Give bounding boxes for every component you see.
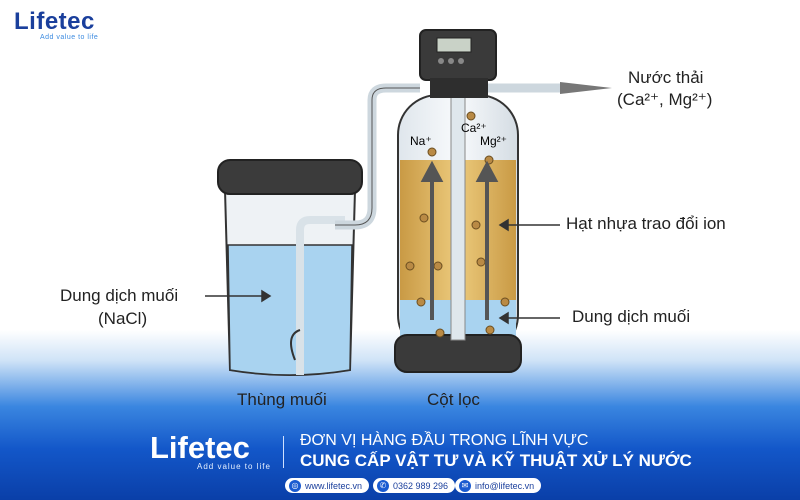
- phone-link[interactable]: ✆0362 989 296: [373, 478, 456, 493]
- tank-brine-label: Dung dịch muối: [60, 286, 179, 305]
- salt-tank-label: Thùng muối: [237, 390, 327, 409]
- globe-icon: ◎: [289, 479, 301, 492]
- mail-icon: ✉: [459, 479, 471, 492]
- brand-logo-top: Lifetec: [14, 8, 95, 35]
- salt-tank: [217, 159, 363, 376]
- na-ion-label: Na⁺: [410, 134, 432, 148]
- filter-column-label: Cột lọc: [427, 390, 480, 409]
- footer-divider: [283, 436, 284, 468]
- footer-headline-1: ĐƠN VỊ HÀNG ĐẦU TRONG LĨNH VỰC: [300, 432, 589, 449]
- water-softener-illustration: [205, 29, 612, 376]
- brand-logo-footer: Lifetec: [150, 430, 250, 465]
- brand-tagline-top: Add value to life: [40, 34, 99, 41]
- filter-column: [394, 29, 612, 373]
- tank-brine-formula: (NaCl): [98, 309, 148, 328]
- resin-label: Hạt nhựa trao đổi ion: [566, 214, 726, 233]
- phone-icon: ✆: [377, 479, 389, 492]
- footer-headline-2: CUNG CẤP VẬT TƯ VÀ KỸ THUẬT XỬ LÝ NƯỚC: [300, 451, 692, 470]
- mg-ion-label: Mg²⁺: [480, 134, 507, 148]
- website-link[interactable]: ◎www.lifetec.vn: [285, 478, 370, 493]
- waste-ions-label: (Ca²⁺, Mg²⁺): [617, 90, 713, 109]
- ca-ion-label: Ca²⁺: [461, 121, 487, 135]
- brand-tagline-footer: Add value to life: [197, 462, 271, 471]
- waste-water-label: Nước thải: [628, 68, 704, 87]
- column-brine-label: Dung dịch muối: [572, 307, 691, 326]
- email-link[interactable]: ✉info@lifetec.vn: [455, 478, 542, 493]
